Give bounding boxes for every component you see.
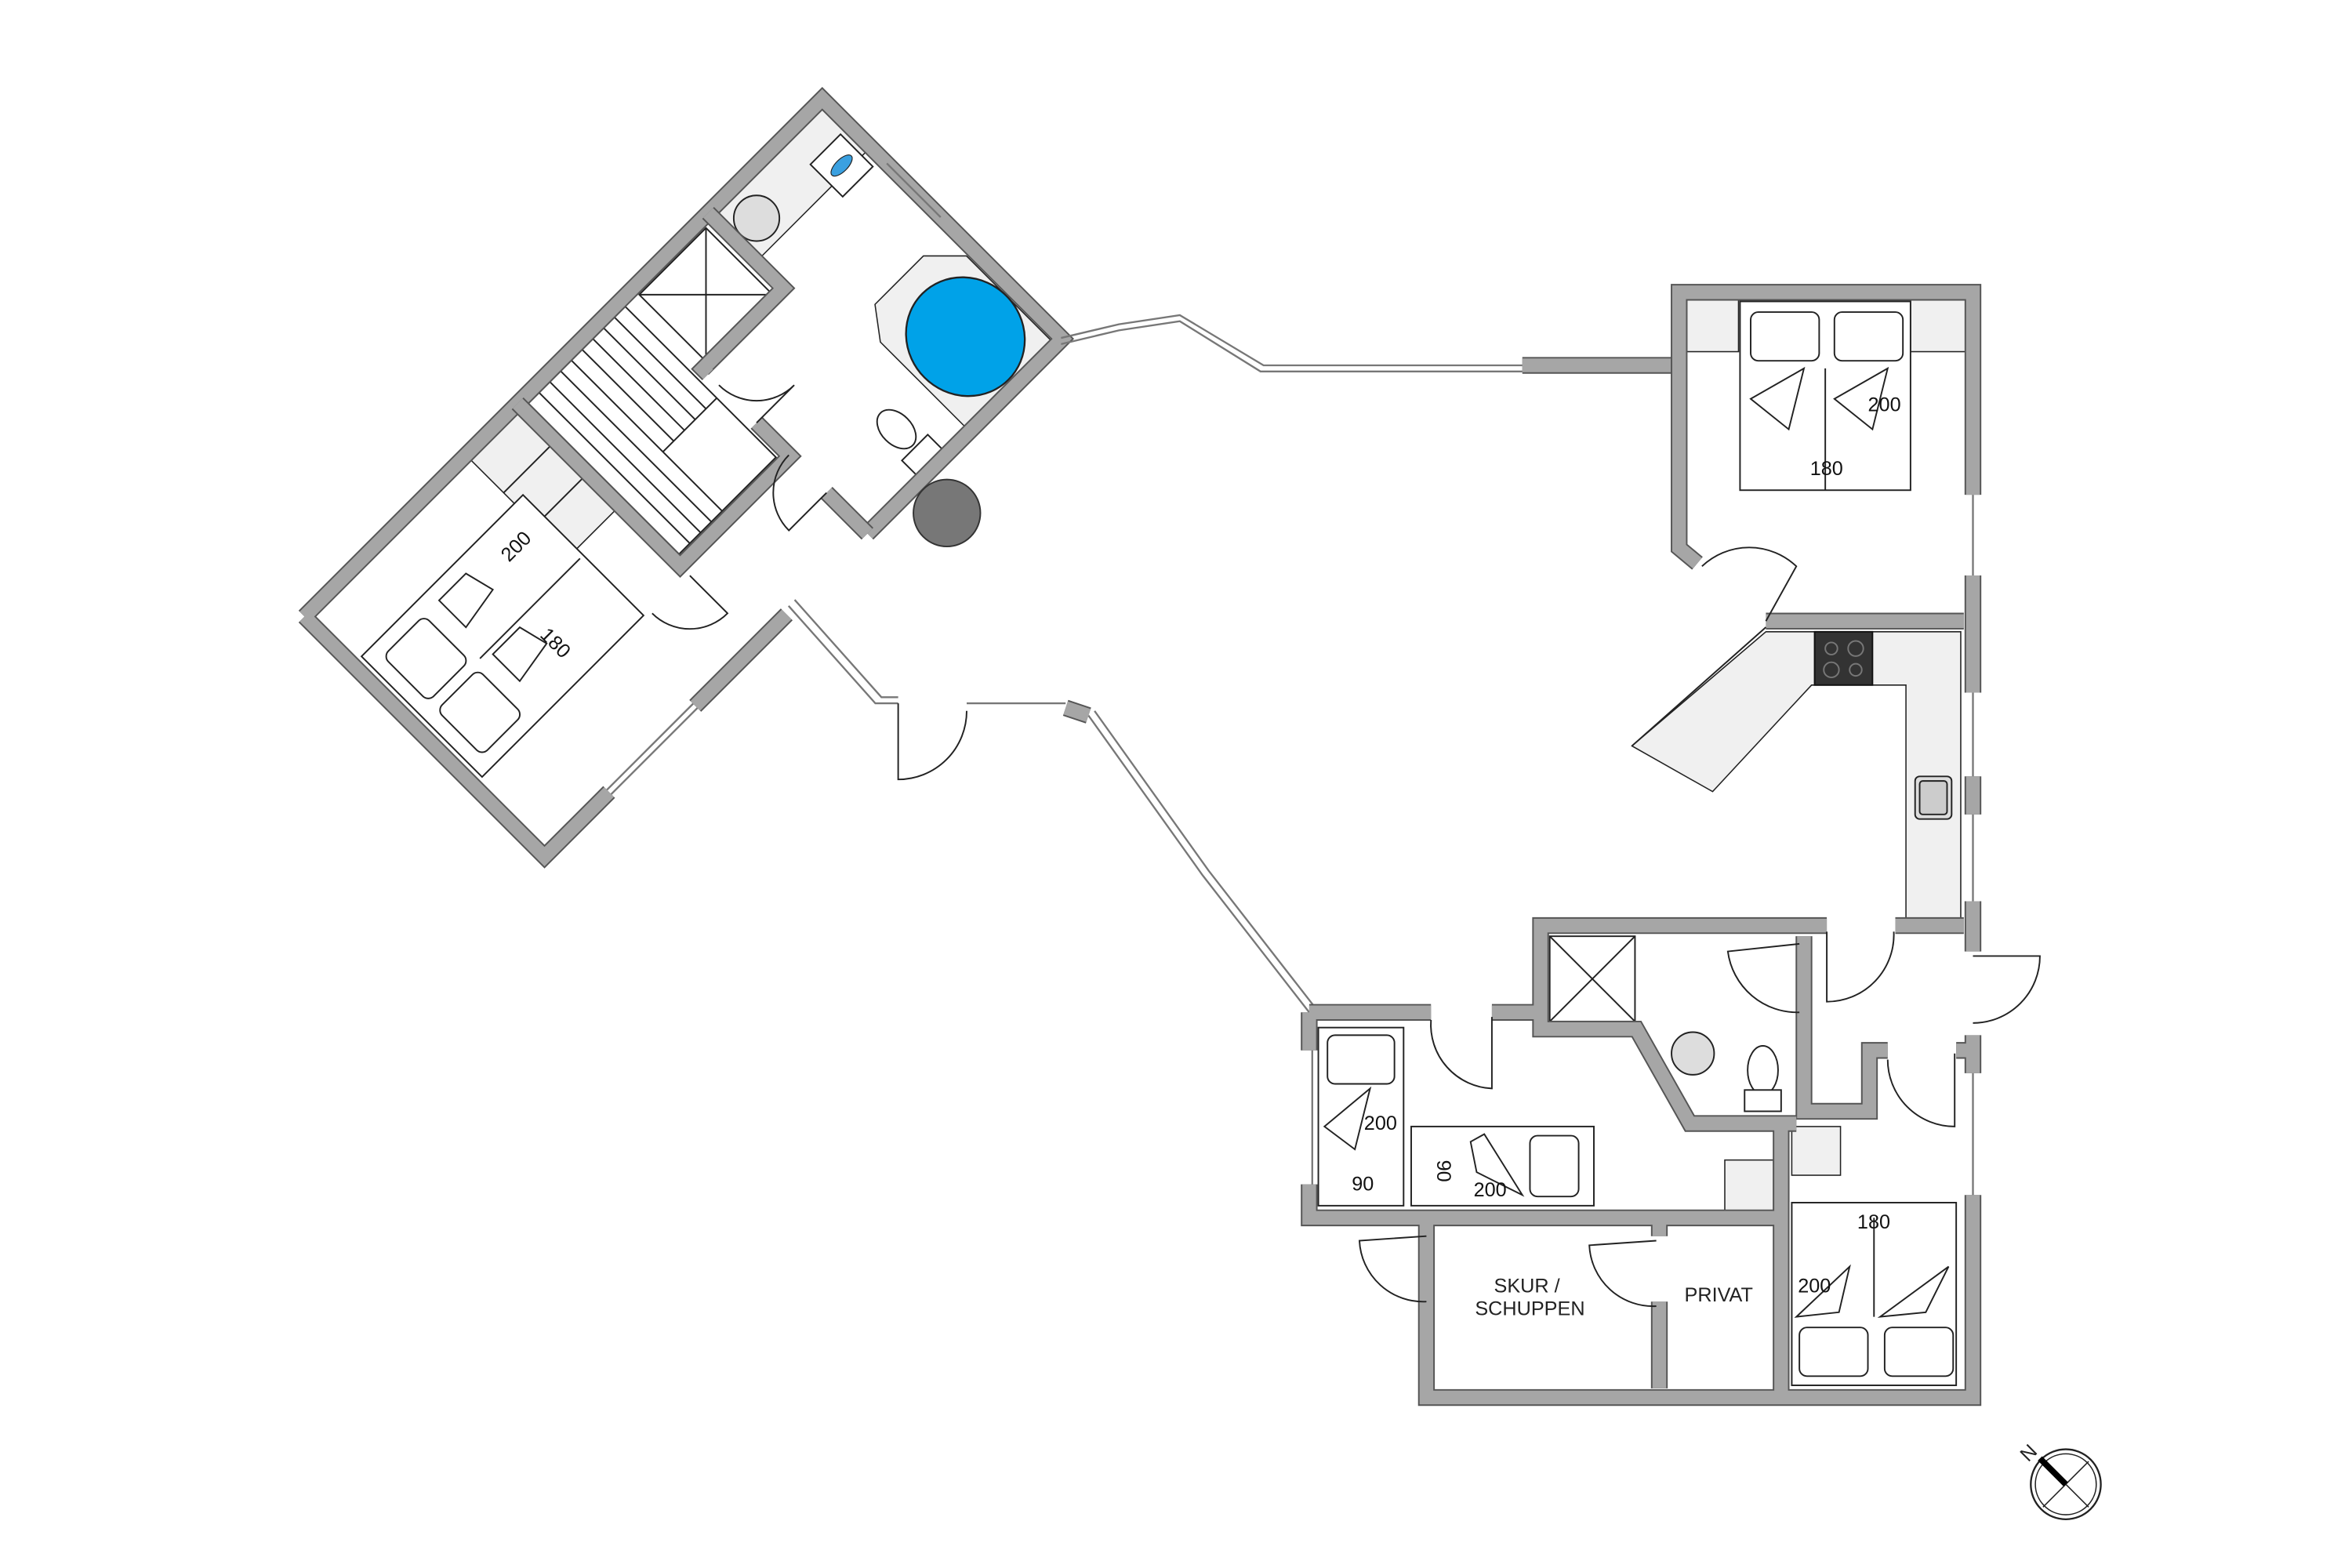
southeast-double-bed: 180 200 (1791, 1202, 1958, 1386)
shed-label-2: SCHUPPEN (1475, 1298, 1584, 1320)
stove-icon (1813, 630, 1874, 686)
sink-2-icon (1671, 1031, 1715, 1076)
toilet (876, 408, 944, 477)
private-label: PRIVAT (1685, 1284, 1753, 1306)
bed-width: 180 (1857, 1211, 1890, 1233)
kitchen-counter (1631, 631, 1962, 919)
corridor-walls (787, 314, 1679, 1013)
shower-2 (1548, 935, 1636, 1022)
exterior-door-east[interactable] (1973, 955, 2041, 1024)
shed-label: SKUR / (1494, 1276, 1561, 1298)
hall-door[interactable] (1826, 931, 1895, 1003)
private-door[interactable] (1588, 1240, 1657, 1308)
bathroom-2-door[interactable] (1726, 942, 1800, 1014)
bed-length: 200 (1868, 394, 1901, 416)
east-wing-walls (1301, 284, 1982, 1406)
single-bed-a: 200 90 (1317, 1026, 1405, 1207)
single-bed-b: 200 90 (1410, 1125, 1595, 1207)
bathtub (905, 276, 1026, 397)
se-bedroom-door[interactable] (1886, 1053, 1956, 1127)
sauna-door[interactable] (718, 347, 795, 423)
entrance-door[interactable] (897, 703, 967, 781)
bed-length: 200 (1474, 1179, 1507, 1201)
west-wing-walls (298, 86, 1075, 869)
bed-width: 180 (1810, 458, 1843, 480)
bedroom-door[interactable] (652, 575, 729, 651)
bunk-room-door[interactable] (1430, 1017, 1493, 1090)
northeast-double-bed: 200 180 (1739, 300, 1911, 492)
bed-length: 200 (1364, 1112, 1397, 1134)
west-double-bed: 200 180 (360, 493, 645, 779)
bed-length: 200 (1798, 1276, 1831, 1298)
kitchen-sink-icon (1914, 775, 1953, 820)
shed-door[interactable] (1358, 1235, 1427, 1303)
bathroom-door[interactable] (751, 454, 827, 532)
outdoor-grill (913, 478, 982, 548)
bed-width: 90 (1432, 1160, 1454, 1182)
bed-width: 90 (1352, 1173, 1374, 1195)
west-wing: 200 180 (298, 86, 1075, 869)
compass-icon: N (2016, 1440, 2102, 1521)
ne-bedroom-door[interactable] (1701, 546, 1798, 622)
toilet-2 (1744, 1045, 1782, 1112)
